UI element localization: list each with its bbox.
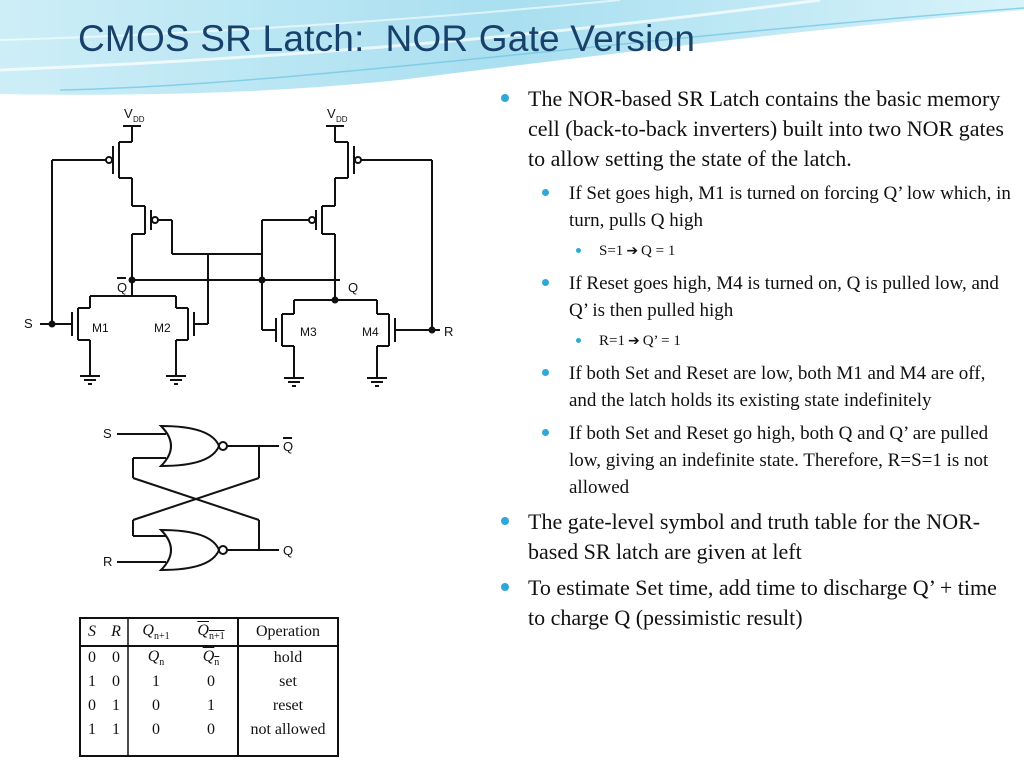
cell-qbar: Qn xyxy=(184,646,238,670)
cell-r: 1 xyxy=(112,697,120,714)
cell-qbar-val: Q xyxy=(202,647,215,665)
bullet-dot-icon xyxy=(501,517,509,525)
truth-table-header-row: S R Qn+1 Qn+1 Operation xyxy=(80,618,338,646)
bullet-level1: The NOR-based SR Latch contains the basi… xyxy=(498,84,1013,174)
cell-qbar: 1 xyxy=(207,697,215,714)
cell-op: not allowed xyxy=(250,721,326,738)
lower-nor-gate xyxy=(158,528,221,572)
s-input-label: S xyxy=(24,316,33,331)
bullet-level2: If Set goes high, M1 is turned on forcin… xyxy=(498,180,1013,234)
r-input-label: R xyxy=(444,324,453,339)
vdd-left-label: V xyxy=(124,106,133,121)
cell-op: set xyxy=(279,673,297,690)
cell-r: 0 xyxy=(112,649,120,666)
bullet-dot-icon xyxy=(542,189,549,196)
nor-gate-latch-diagram: S Q Q R xyxy=(103,424,293,572)
right-arrow-icon: ➔ xyxy=(626,243,639,259)
m2-label: M2 xyxy=(154,321,171,335)
cell-s: 1 xyxy=(88,721,96,738)
cell-qbar-sub: n xyxy=(214,657,220,669)
m1-label: M1 xyxy=(92,321,109,335)
header-wave-band xyxy=(0,0,1024,95)
bullet-post: Q = 1 xyxy=(641,243,676,259)
cell-qbar: 0 xyxy=(207,721,215,738)
truth-table: S R Qn+1 Qn+1 Operation 0 0 Qn Qn hold 1… xyxy=(80,618,338,742)
cell-s: 1 xyxy=(88,673,96,690)
bullet-level2: If both Set and Reset are low, both M1 a… xyxy=(498,360,1013,414)
truth-table-grid xyxy=(79,617,339,757)
bullet-level2: If Reset goes high, M4 is turned on, Q i… xyxy=(498,270,1013,324)
cell-op: hold xyxy=(273,649,303,666)
m4-label: M4 xyxy=(362,325,379,339)
bullet-text: The NOR-based SR Latch contains the basi… xyxy=(528,86,1004,171)
th-r: R xyxy=(111,623,121,640)
cmos-nor-latch-schematic: V DD Q M1 xyxy=(24,106,453,387)
q-node-label: Q xyxy=(348,280,358,295)
right-arrow-icon: ➔ xyxy=(627,333,640,349)
bullet-dot-icon xyxy=(576,248,581,253)
bullet-text: If Set goes high, M1 is turned on forcin… xyxy=(569,183,1011,231)
truth-table-panel: S R Qn+1 Qn+1 Operation 0 0 Qn Qn hold 1… xyxy=(58,606,356,768)
slide-title: CMOS SR Latch: NOR Gate Version xyxy=(78,18,696,59)
qbar-node-label: Q xyxy=(117,280,127,295)
cell-q: 0 xyxy=(152,721,160,738)
bullet-level3: R=1➔Q’ = 1 xyxy=(498,330,1013,352)
cell-q: 0 xyxy=(152,697,160,714)
bullet-dot-icon xyxy=(501,583,509,591)
bullet-dot-icon xyxy=(576,338,581,343)
cell-q-sub: n xyxy=(159,657,165,669)
bullet-dot-icon xyxy=(501,94,509,102)
cell-op: reset xyxy=(272,697,304,714)
gate-s-label: S xyxy=(103,426,112,441)
th-qn1bar-sub: n+1 xyxy=(208,631,225,643)
cell-r: 0 xyxy=(112,673,120,690)
cell-s: 0 xyxy=(88,649,96,666)
m3-label: M3 xyxy=(300,325,317,339)
bullet-dot-icon xyxy=(542,429,549,436)
bullet-text: If both Set and Reset are low, both M1 a… xyxy=(569,363,986,411)
bullet-text: To estimate Set time, add time to discha… xyxy=(528,575,997,630)
bullet-post: Q’ = 1 xyxy=(642,333,681,349)
cell-q: Qn xyxy=(128,646,184,670)
bullet-text: If Reset goes high, M4 is turned on, Q i… xyxy=(569,273,999,321)
gate-r-label: R xyxy=(103,554,112,569)
cell-r: 1 xyxy=(112,721,120,738)
gate-q-label: Q xyxy=(283,543,293,558)
table-row: 1 0 1 0 set xyxy=(80,670,338,694)
th-operation: Operation xyxy=(256,623,320,640)
bullet-level3: S=1➔Q = 1 xyxy=(498,240,1013,262)
bullet-level1: The gate-level symbol and truth table fo… xyxy=(498,507,1013,567)
gate-level-panel: S Q Q R xyxy=(73,410,325,584)
th-qn1-q: Q xyxy=(142,621,154,639)
th-qn1bar: Qn+1 xyxy=(184,618,238,646)
bullet-dot-icon xyxy=(542,369,549,376)
bullet-pre: S=1 xyxy=(599,243,624,259)
cell-q: 1 xyxy=(152,673,160,690)
bullet-pre: R=1 xyxy=(599,333,625,349)
th-qn1: Qn+1 xyxy=(128,618,184,646)
vdd-right-subscript: DD xyxy=(336,115,348,124)
upper-nor-gate xyxy=(158,424,221,468)
th-qn1-sub: n+1 xyxy=(153,631,170,643)
table-row: 0 0 Qn Qn hold xyxy=(80,646,338,670)
bullet-text: The gate-level symbol and truth table fo… xyxy=(528,509,981,564)
cmos-circuit-panel: V DD Q M1 xyxy=(22,96,462,404)
th-s: S xyxy=(88,623,96,640)
gate-qbar-label: Q xyxy=(283,439,293,454)
bullet-dot-icon xyxy=(542,279,549,286)
th-qn1bar-q: Q xyxy=(197,621,209,639)
bullet-level2: If both Set and Reset go high, both Q an… xyxy=(498,420,1013,501)
bullet-list: The NOR-based SR Latch contains the basi… xyxy=(498,84,1013,639)
table-row: 1 1 0 0 not allowed xyxy=(80,718,338,742)
vdd-right-label: V xyxy=(327,106,336,121)
cell-s: 0 xyxy=(88,697,96,714)
bullet-text: If both Set and Reset go high, both Q an… xyxy=(569,423,989,498)
vdd-left-subscript: DD xyxy=(133,115,145,124)
cell-qbar: 0 xyxy=(207,673,215,690)
cell-q-val: Q xyxy=(147,647,160,665)
table-row: 0 1 0 1 reset xyxy=(80,694,338,718)
bullet-level1: To estimate Set time, add time to discha… xyxy=(498,573,1013,633)
